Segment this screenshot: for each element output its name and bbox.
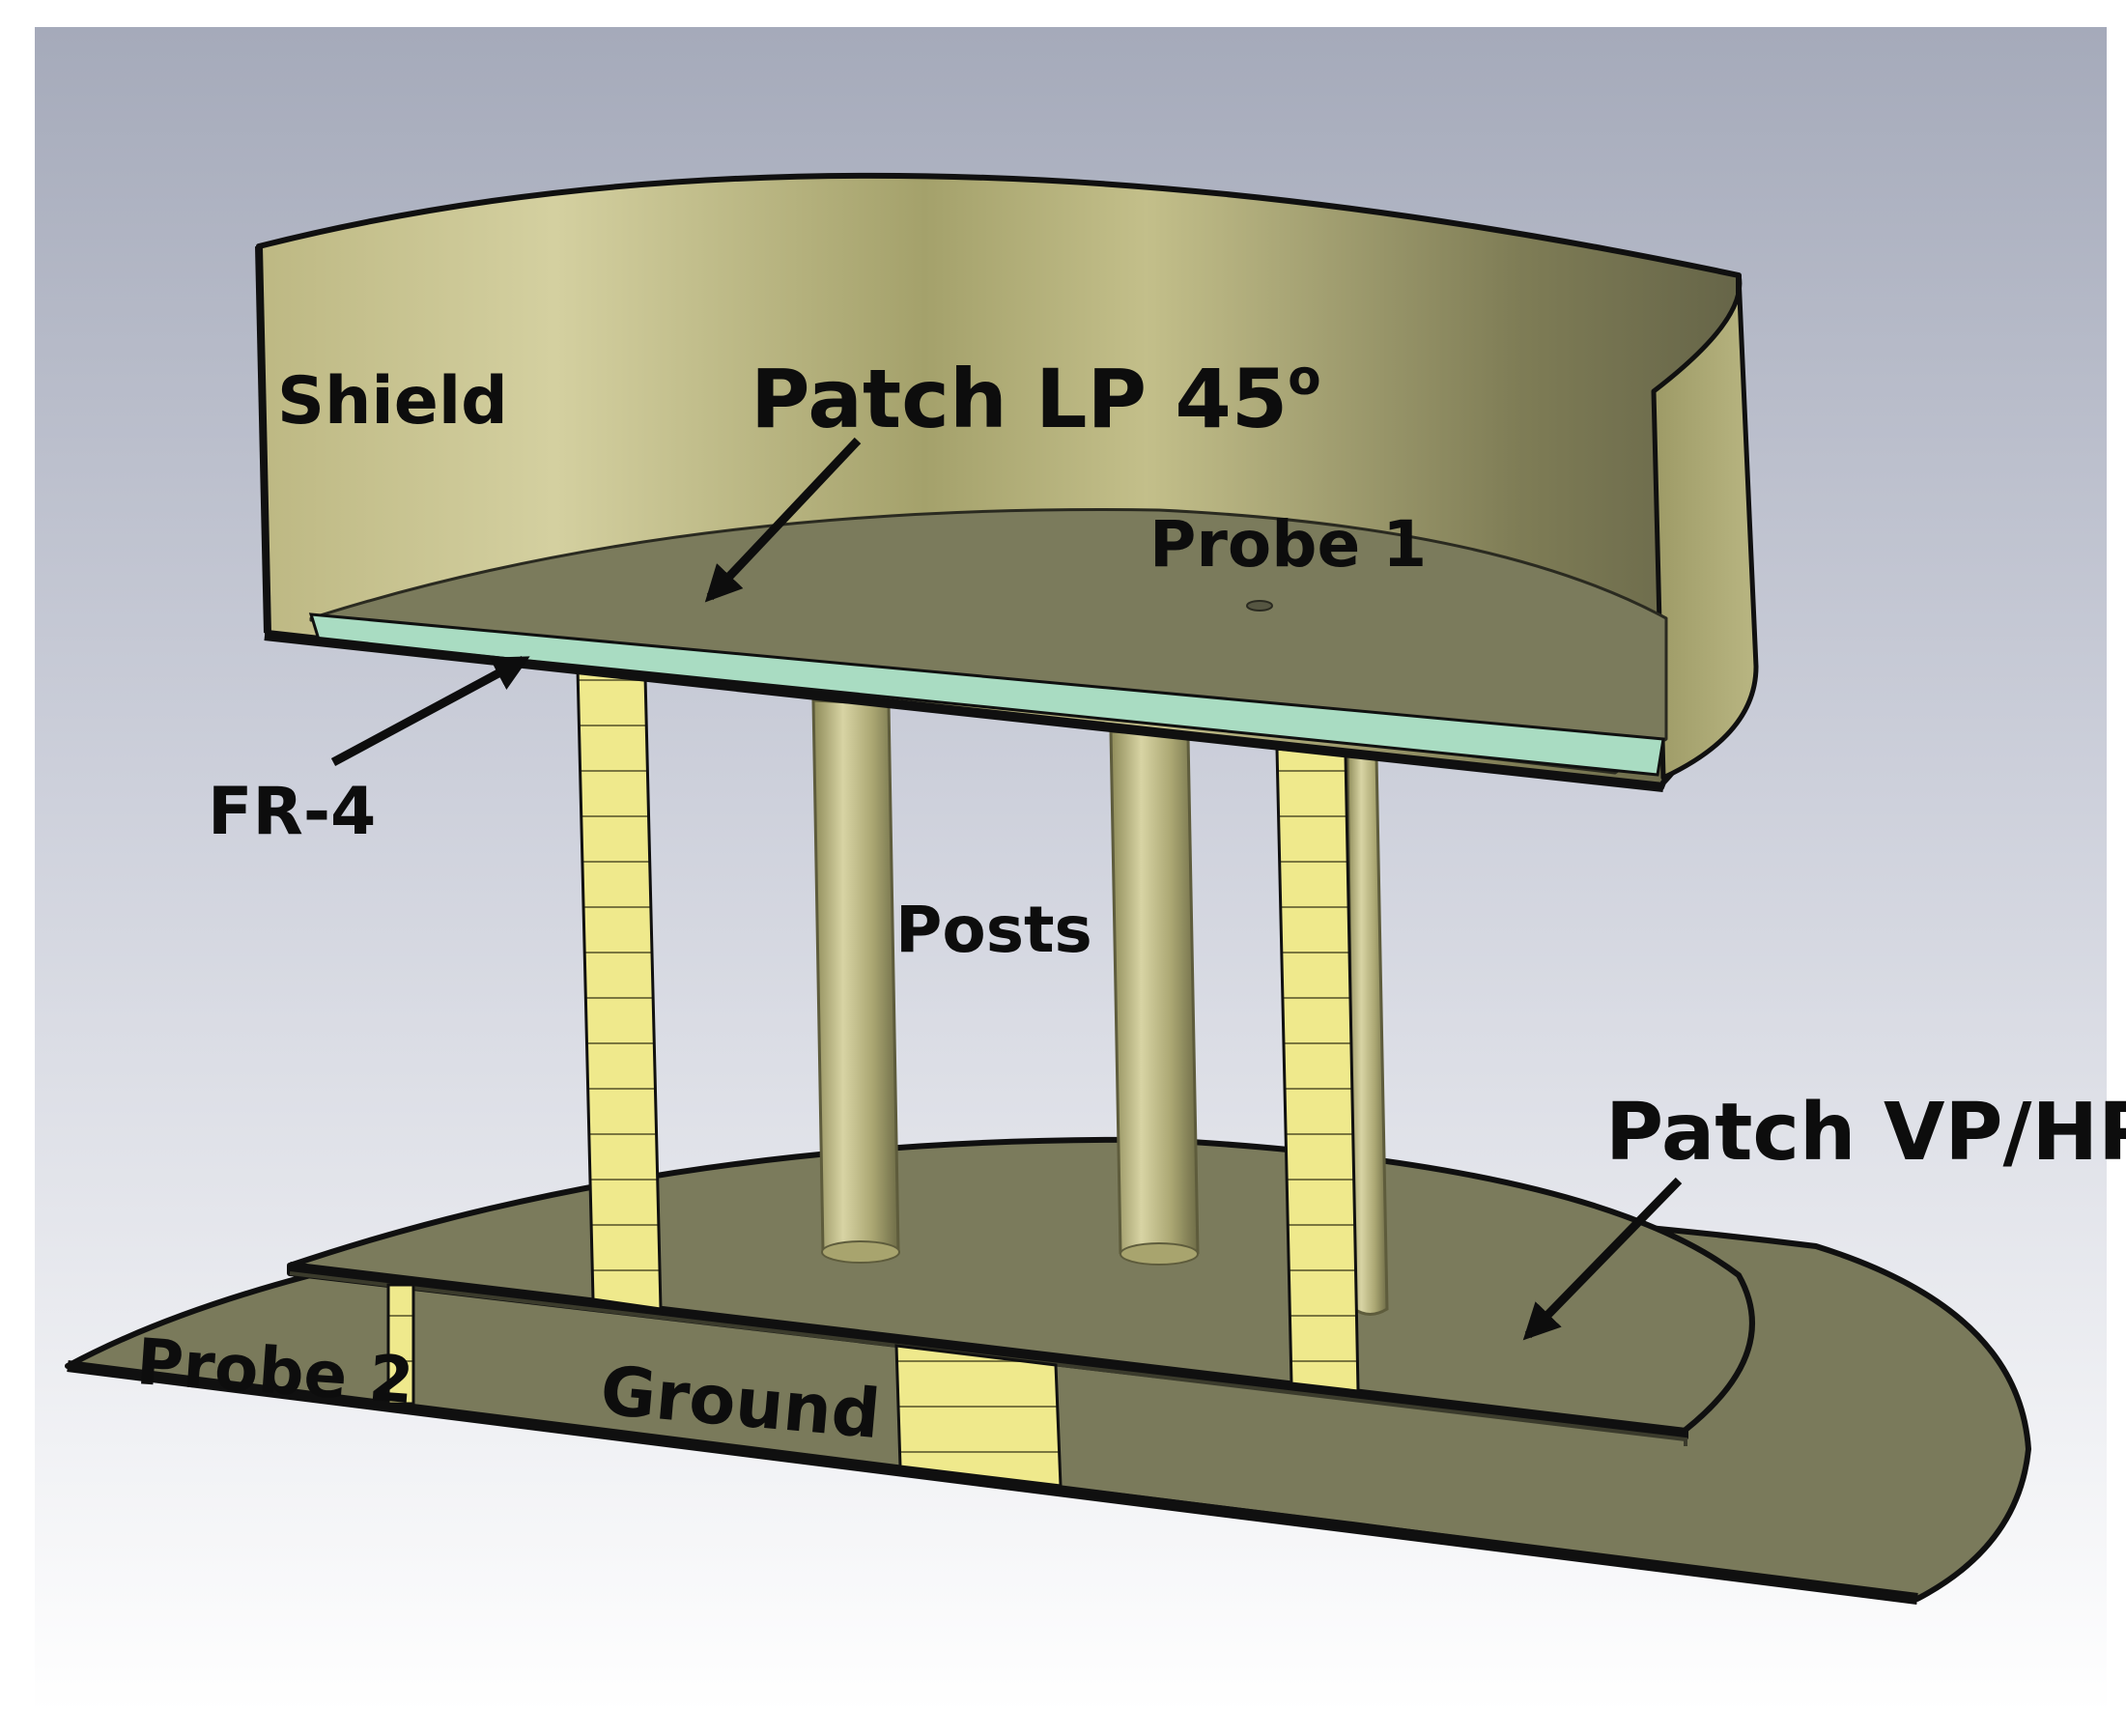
label-patch-lp-text: Patch LP 45 <box>751 352 1288 446</box>
fr4-layer <box>308 612 1665 777</box>
label-posts: Posts <box>895 893 1092 967</box>
label-shield: Shield <box>277 363 508 440</box>
label-patch-lp-degree: o <box>1288 350 1320 406</box>
probe-column-right <box>1275 747 1360 1393</box>
posts <box>811 698 1389 1316</box>
label-patch-vphp: Patch VP/HP <box>1605 1087 2126 1179</box>
arrow-patch-lp <box>704 437 862 603</box>
label-patch-lp: Patch LP 45o <box>751 350 1321 446</box>
label-probe-1: Probe 1 <box>1149 507 1427 582</box>
probe-1-hole <box>1246 600 1273 612</box>
probe-column-left <box>576 667 663 1311</box>
arrow-patch-vphp <box>1522 1177 1683 1341</box>
label-fr4: FR-4 <box>208 774 376 850</box>
ground-feed-block <box>894 1344 1063 1488</box>
probe-2-pin <box>386 1283 415 1406</box>
arrow-fr4 <box>330 656 530 766</box>
